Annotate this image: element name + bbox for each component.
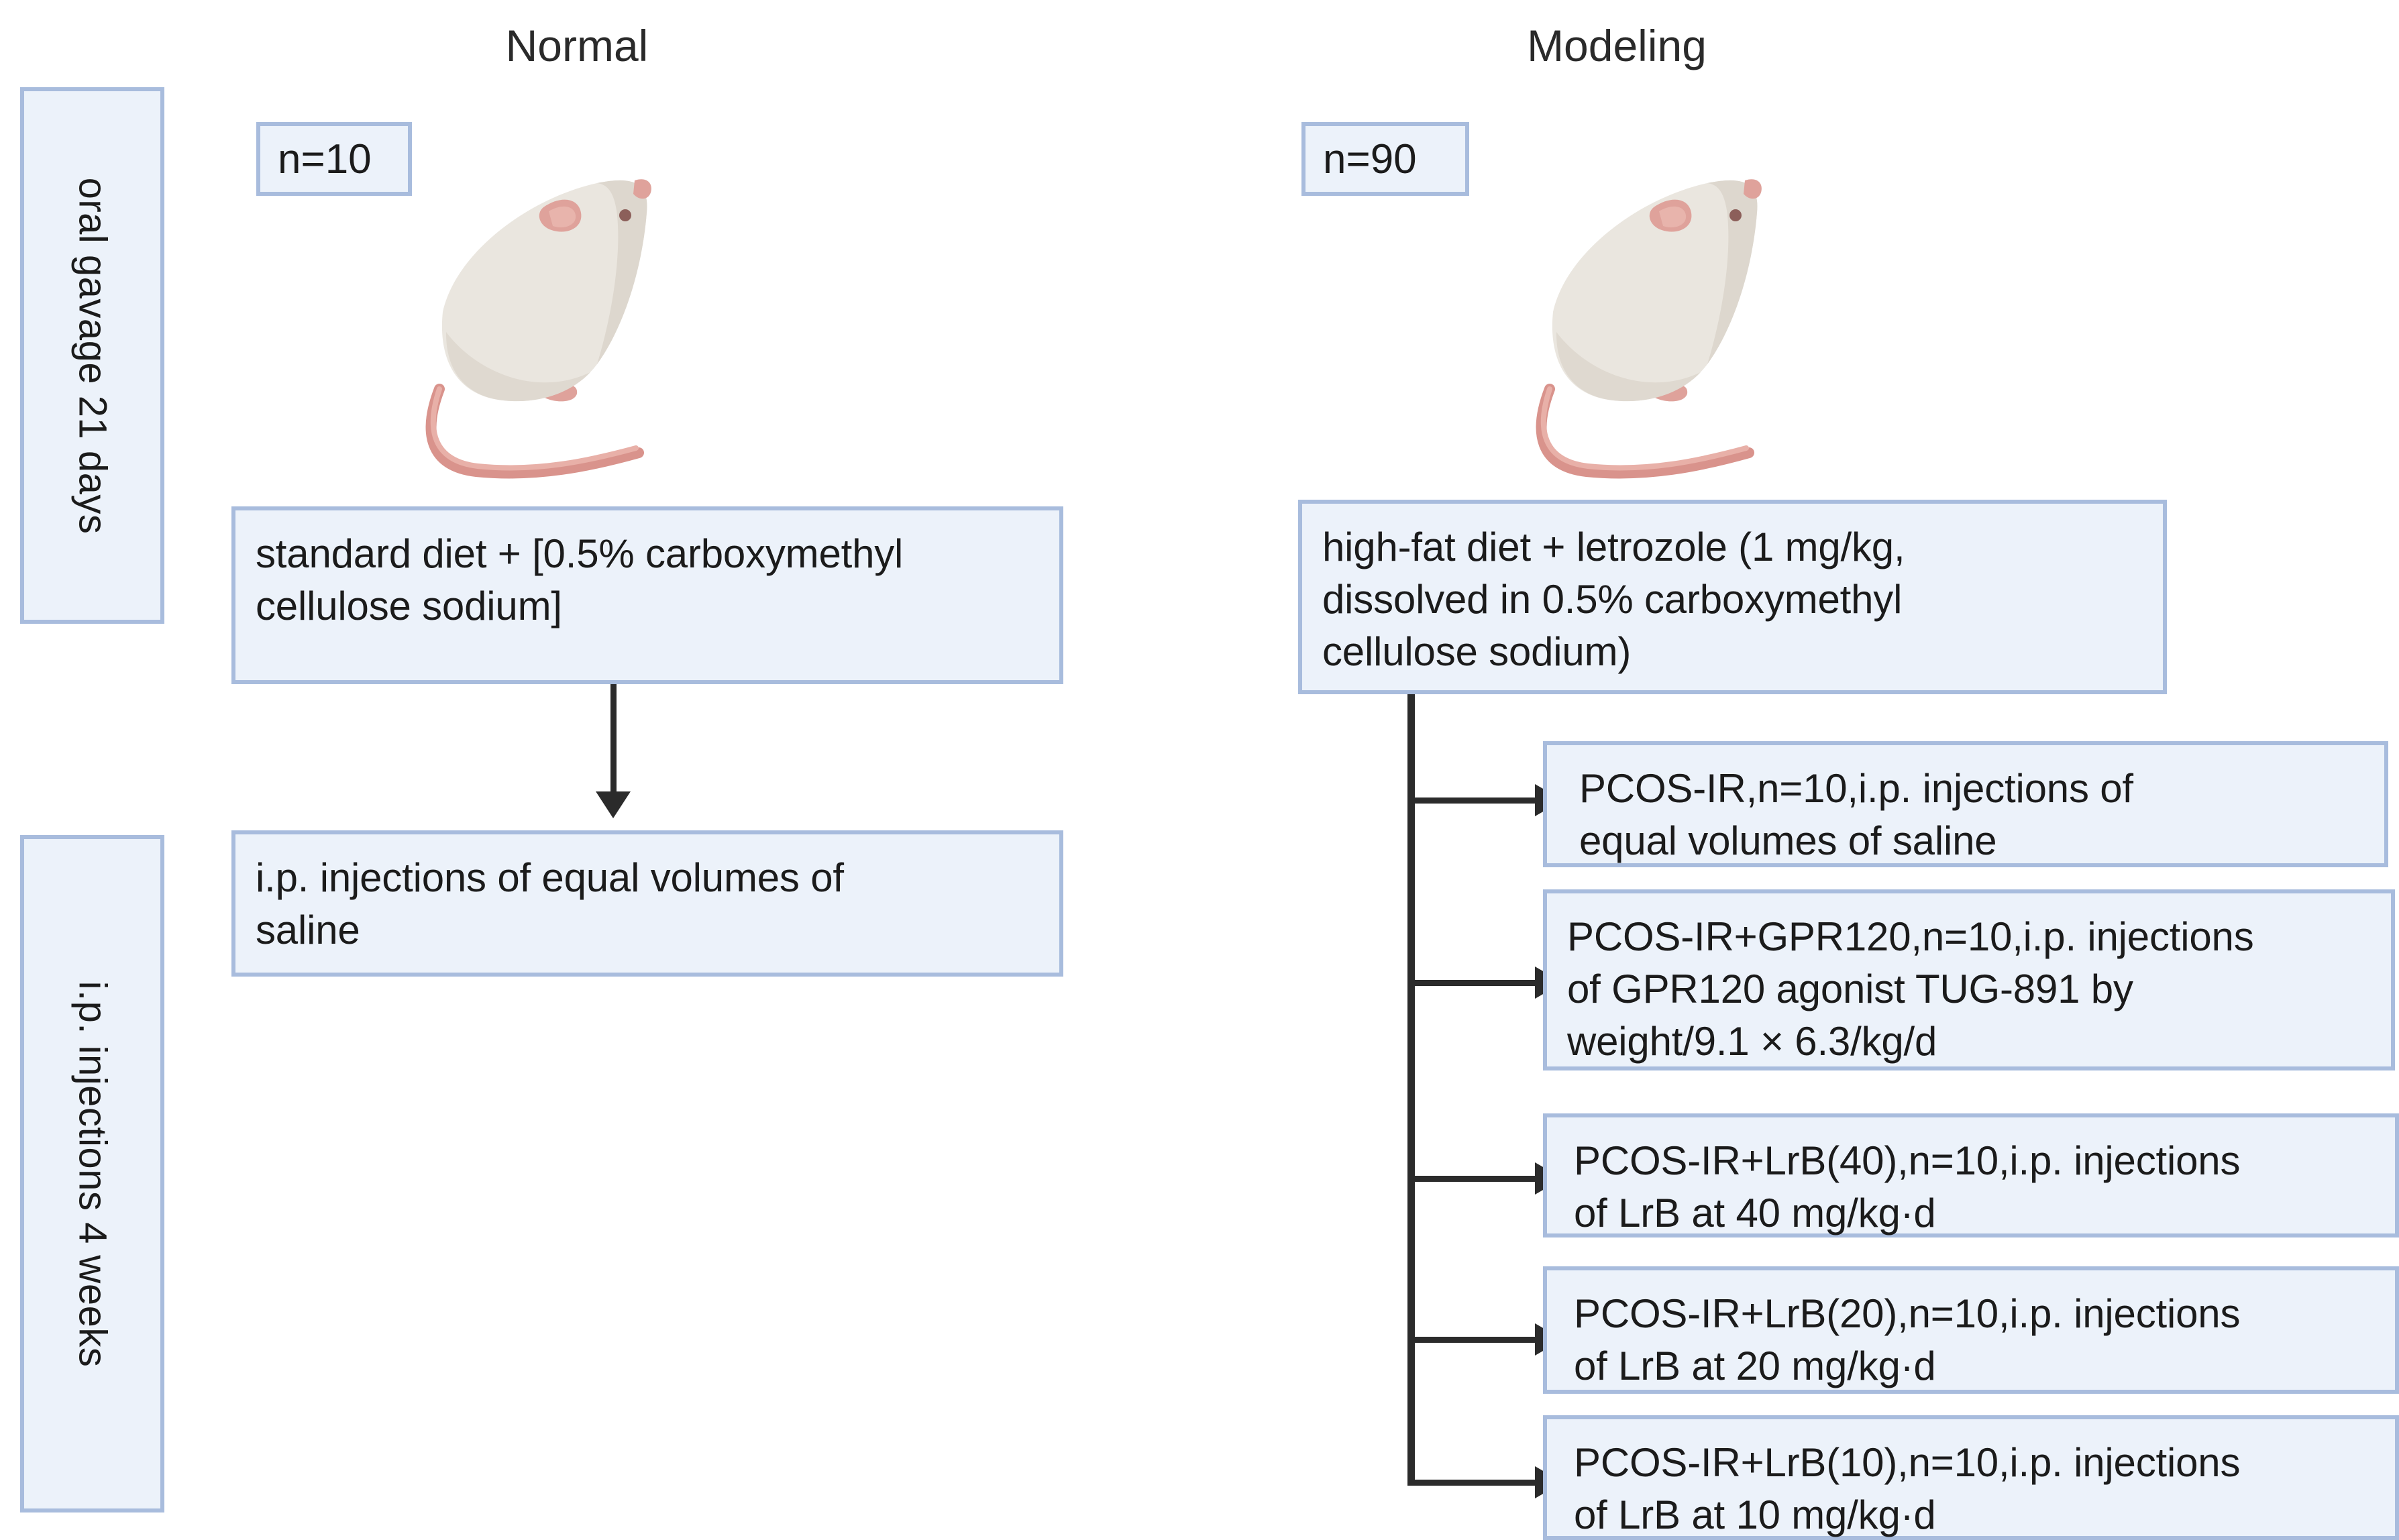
column-header-modeling: Modeling [1527, 21, 1707, 70]
modeling-diet-label: high-fat diet + letrozole (1 mg/kg, diss… [1322, 525, 1905, 674]
normal-diet-label: standard diet + [0.5% carboxymethyl cell… [256, 531, 904, 628]
modeling-group-box-lrb40: PCOS-IR+LrB(40),n=10,i.p. injections of … [1543, 1113, 2399, 1238]
modeling-group-label-pcos-ir: PCOS-IR,n=10,i.p. injections of equal vo… [1579, 766, 2133, 863]
modeling-group-label-lrb20: PCOS-IR+LrB(20),n=10,i.p. injections of … [1574, 1291, 2241, 1388]
modeling-branch-line-3 [1407, 1176, 1540, 1182]
modeling-branch-line-2 [1407, 980, 1540, 986]
modeling-group-label-lrb40: PCOS-IR+LrB(40),n=10,i.p. injections of … [1574, 1138, 2241, 1235]
modeling-sample-size-label: n=90 [1323, 135, 1417, 182]
normal-connector-arrowhead [596, 791, 631, 818]
modeling-group-label-lrb10: PCOS-IR+LrB(10),n=10,i.p. injections of … [1574, 1440, 2241, 1537]
modeling-group-box-pcos-ir: PCOS-IR,n=10,i.p. injections of equal vo… [1543, 741, 2388, 867]
modeling-branch-line-1 [1407, 798, 1540, 804]
sidebar-oral-gavage: oral gavage 21 days [20, 87, 164, 624]
modeling-branch-line-5 [1407, 1480, 1540, 1486]
modeling-branch-line-4 [1407, 1337, 1540, 1343]
normal-sample-size-box: n=10 [256, 122, 412, 196]
sidebar-ip-injections: i.p. injections 4 weeks [20, 835, 164, 1512]
modeling-sample-size-box: n=90 [1301, 122, 1469, 196]
normal-connector-line [610, 684, 617, 795]
modeling-group-label-gpr120: PCOS-IR+GPR120,n=10,i.p. injections of G… [1567, 914, 2254, 1064]
modeling-group-box-lrb10: PCOS-IR+LrB(10),n=10,i.p. injections of … [1543, 1415, 2399, 1540]
modeling-rat-illustration [1536, 179, 1762, 479]
normal-sample-size-label: n=10 [278, 135, 372, 182]
normal-treatment-label: i.p. injections of equal volumes of sali… [256, 855, 844, 952]
normal-treatment-box: i.p. injections of equal volumes of sali… [231, 830, 1063, 977]
modeling-group-box-lrb20: PCOS-IR+LrB(20),n=10,i.p. injections of … [1543, 1266, 2399, 1394]
normal-diet-box: standard diet + [0.5% carboxymethyl cell… [231, 506, 1063, 684]
modeling-diet-box: high-fat diet + letrozole (1 mg/kg, diss… [1298, 500, 2167, 694]
modeling-group-box-gpr120: PCOS-IR+GPR120,n=10,i.p. injections of G… [1543, 889, 2395, 1070]
modeling-trunk-line [1407, 694, 1415, 1486]
column-header-normal: Normal [505, 21, 649, 70]
sidebar-ip-injections-label: i.p. injections 4 weeks [70, 981, 115, 1367]
normal-rat-illustration [425, 179, 651, 479]
sidebar-oral-gavage-label: oral gavage 21 days [70, 177, 114, 534]
